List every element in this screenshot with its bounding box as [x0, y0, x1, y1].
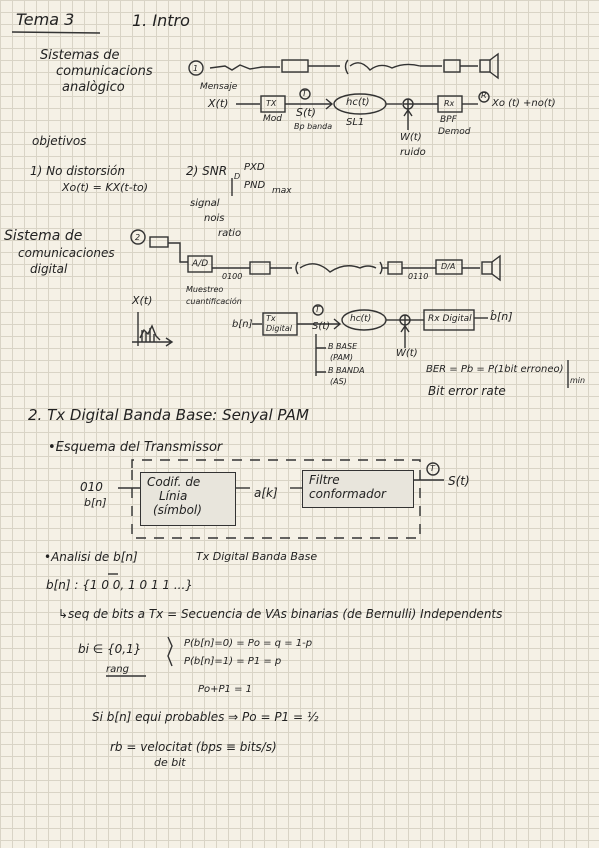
- digital-ber-eq: BER = Pb = P(1bit erroneo): [426, 364, 564, 375]
- digital-bbase-4: (AS): [330, 377, 347, 386]
- digital-bbase-1: B BASE: [328, 342, 358, 351]
- section2-esquema: •Esquema del Transmissor: [48, 440, 223, 455]
- objective-2-max: max: [272, 186, 292, 196]
- topic-title: Tema 3: [16, 10, 75, 29]
- analog-input-xt: X(t): [208, 97, 229, 110]
- digital-ad-label: A/D: [192, 259, 209, 269]
- digital-tx-line2: Digital: [266, 324, 292, 333]
- digital-bbase-3: B BANDA: [328, 366, 365, 375]
- objective-1: 1) No distorsión: [30, 164, 125, 178]
- objective-2-denominator: PND: [244, 180, 266, 191]
- analog-ruido-label: ruido: [400, 147, 426, 158]
- digital-noise-wt: W(t): [396, 348, 418, 359]
- analog-mensaje-label: Mensaje: [200, 82, 238, 92]
- digital-bits1: 0100: [222, 272, 243, 281]
- line-coder-block: Codif. de Línia (símbol): [140, 472, 236, 526]
- analog-title-line1: Sistemas de: [40, 48, 120, 63]
- line-coder-line3: (símbol): [153, 503, 202, 517]
- digital-bits2: 0110: [408, 272, 429, 281]
- marker-2-glyph: 2: [135, 233, 140, 242]
- analog-channel-label: hc(t): [346, 97, 370, 108]
- shaping-filter-block: Filtre conformador: [302, 470, 414, 508]
- digital-tx-line1: Tx: [266, 314, 276, 323]
- digital-muestreo-line2: cuantificación: [186, 297, 242, 306]
- analisis-right-label: Tx Digital Banda Base: [196, 550, 318, 563]
- analog-title-line2: comunicacions: [56, 64, 153, 79]
- section2-st: S(t): [448, 474, 470, 488]
- analog-sl-label: SL1: [346, 117, 365, 128]
- section2-ak: a[k]: [254, 486, 278, 500]
- objective-2: 2) SNR: [186, 164, 228, 178]
- analog-rx-label: Rx: [444, 99, 455, 108]
- bit-rate-definition: rb = velocitat (bps ≡ bits/s): [110, 740, 277, 754]
- digital-channel-label: hc(t): [350, 314, 372, 324]
- analog-bpf-label: BPF: [440, 115, 457, 125]
- bit-sequence-description: ↳seq de bits a Tx = Secuencia de VAs bin…: [58, 607, 503, 621]
- objective-1-equation: Xo(t) = KX(t-to): [62, 181, 149, 194]
- range-set: bi ∈ {0,1}: [78, 642, 142, 656]
- snr-note-signal: signal: [190, 198, 220, 209]
- analog-demod-label: Demod: [438, 127, 471, 137]
- analog-tx-label: TX: [266, 99, 277, 108]
- section2-bn: b[n]: [84, 496, 107, 509]
- analog-marker-r: R: [481, 91, 487, 100]
- digital-bbase-2: (PAM): [330, 353, 354, 362]
- shaping-filter-line1: Filtre: [309, 473, 340, 487]
- section-intro-title: 1. Intro: [132, 11, 190, 30]
- digital-rx-label: Rx Digital: [428, 314, 472, 324]
- probability-sum: Po+P1 = 1: [198, 684, 253, 695]
- section2-marker-t: T: [430, 464, 435, 473]
- digital-marker-t: T: [315, 305, 320, 314]
- digital-bn-hat: b̂[n]: [490, 310, 513, 323]
- bit-rate-definition-line2: de bit: [154, 756, 186, 769]
- analog-title-line3: analògico: [62, 80, 125, 95]
- analog-output-label: Xo (t) +no(t): [492, 98, 556, 109]
- section2-bits: 010: [80, 480, 103, 494]
- probability-one: P(b[n]=1) = P1 = p: [184, 656, 282, 667]
- objective-2-sub: D: [234, 172, 241, 181]
- analisis-bn: •Analisi de b[n]: [44, 550, 138, 564]
- digital-ber-min: min: [570, 376, 586, 385]
- digital-title-line1: Sistema de: [4, 228, 83, 244]
- digital-title-line3: digital: [30, 262, 68, 276]
- section2-title: 2. Tx Digital Banda Base: Senyal PAM: [28, 406, 309, 424]
- shaping-filter-line2: conformador: [309, 487, 386, 501]
- objectives-title: objetivos: [32, 134, 87, 148]
- digital-title-line2: comunicaciones: [18, 246, 115, 260]
- probability-zero: P(b[n]=0) = Po = q = 1-p: [184, 638, 313, 649]
- digital-bn-label: b[n]: [232, 319, 253, 330]
- digital-muestreo-line1: Muestreo: [186, 285, 224, 294]
- digital-st-label: S(t): [312, 321, 331, 332]
- analog-mod-label: Mod: [263, 114, 282, 124]
- digital-ber-label: Bit error rate: [428, 384, 506, 398]
- equiprobable-statement: Si b[n] equi probables ⇒ Po = P1 = ½: [92, 710, 319, 724]
- bit-sequence: b[n] : {1 0 0, 1 0 1 1 ...}: [46, 578, 193, 592]
- digital-da-label: D/A: [441, 262, 456, 271]
- analog-bp-label: Bp banda: [294, 122, 333, 131]
- marker-1-glyph: 1: [193, 64, 198, 73]
- range-label: rang: [106, 664, 129, 675]
- objective-2-numerator: PXD: [244, 162, 265, 173]
- digital-xt-label: X(t): [132, 294, 153, 307]
- analog-st-label: S(t): [296, 106, 316, 119]
- snr-note-ratio: ratio: [218, 228, 242, 239]
- analog-marker-t: T: [302, 89, 307, 98]
- line-coder-line1: Codif. de: [147, 475, 201, 489]
- snr-note-nois: nois: [204, 213, 225, 224]
- analog-noise-wt: W(t): [400, 132, 422, 143]
- line-coder-line2: Línia: [159, 489, 188, 503]
